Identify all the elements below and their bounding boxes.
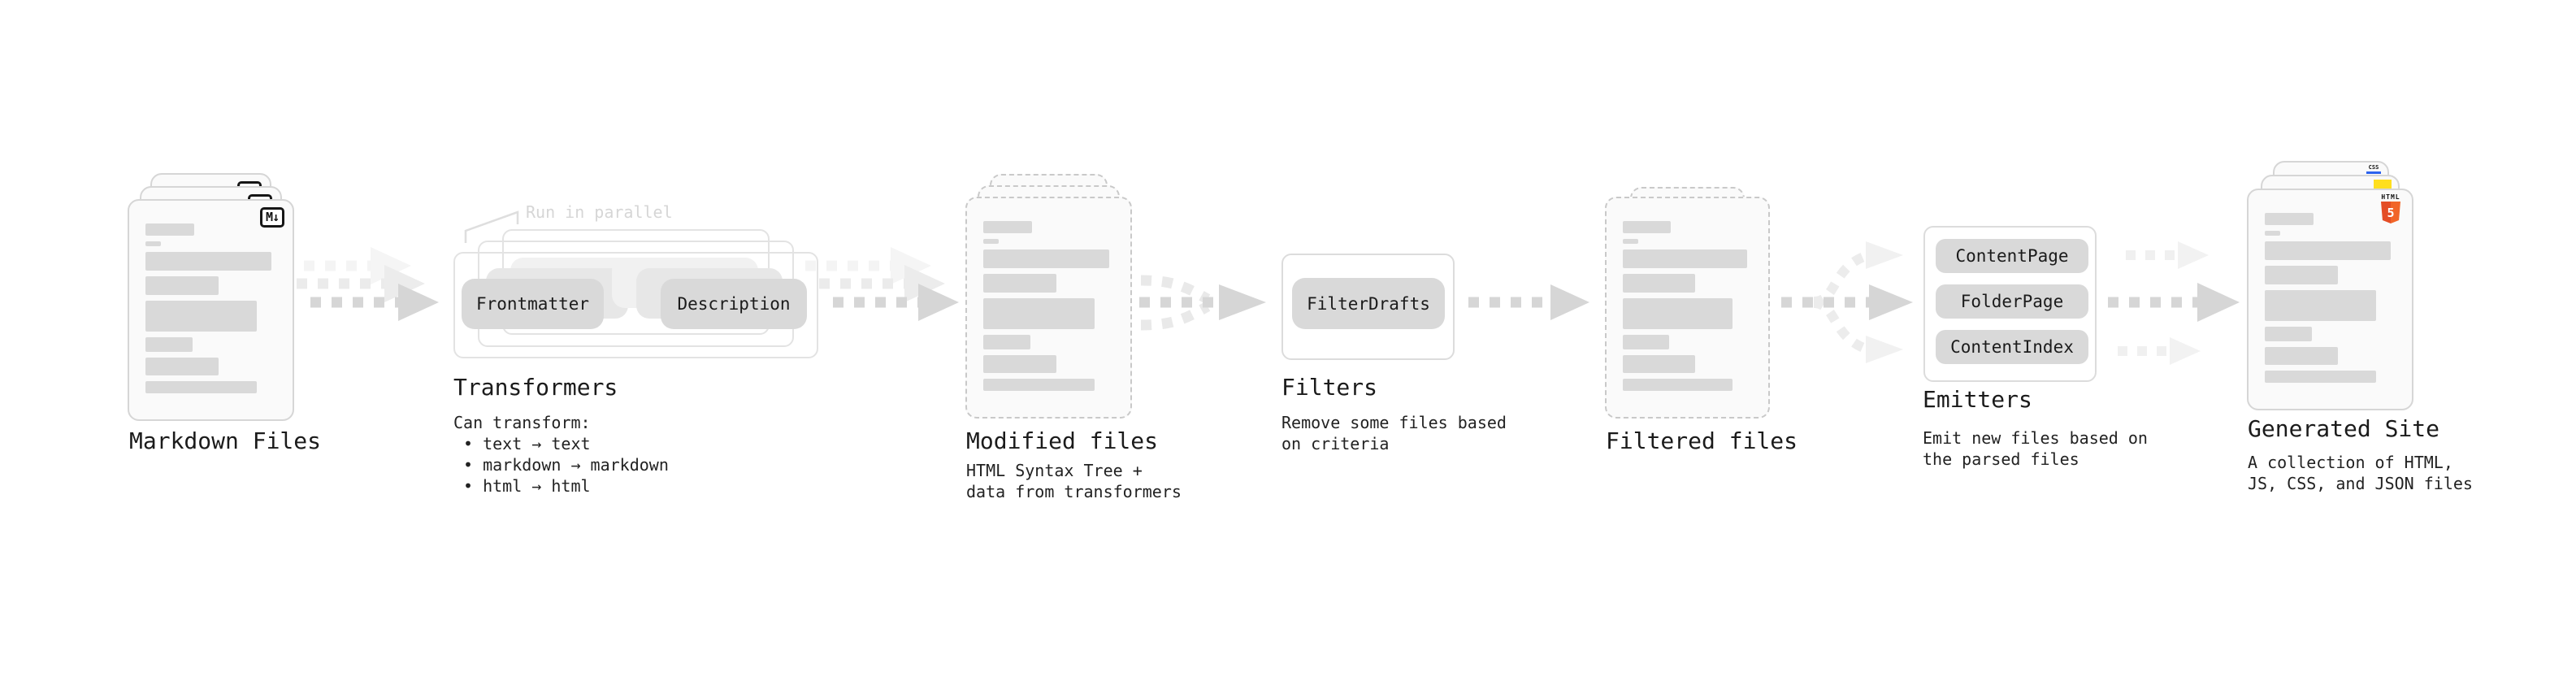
sublabel-line: the parsed files xyxy=(1923,449,2079,469)
emitters-sublabel: Emit new files based on the parsed files xyxy=(1923,427,2148,470)
html5-shield: 5 xyxy=(2381,202,2400,223)
transform-bullet: text → text xyxy=(453,433,669,454)
stage-filtered-files xyxy=(1605,187,1770,419)
arrow-modified-to-filters xyxy=(1139,275,1266,331)
filtered-files-label: Filtered files xyxy=(1606,427,1798,454)
css-label: CSS xyxy=(2368,164,2379,171)
document-placeholder-lines xyxy=(1607,198,1768,391)
contentindex-box: ContentIndex xyxy=(1936,330,2088,364)
document-placeholder-lines xyxy=(2249,190,2412,383)
sublabel-line: Emit new files based on xyxy=(1923,428,2148,448)
stage-modified-files xyxy=(965,174,1132,419)
run-in-parallel-annotation: Run in parallel xyxy=(526,202,673,222)
filters-sublabel: Remove some files based on criteria xyxy=(1281,412,1507,454)
generated-site-label: Generated Site xyxy=(2248,415,2440,442)
arrow-transformers-to-modified xyxy=(805,247,959,321)
arrow-filtered-to-emitters xyxy=(1781,241,1913,363)
sublabel-line: on criteria xyxy=(1281,434,1390,453)
transformers-label: Transformers xyxy=(453,374,618,401)
html5-word: HTML xyxy=(2381,193,2400,201)
filterdrafts-box: FilterDrafts xyxy=(1292,278,1445,329)
sublabel-line: data from transformers xyxy=(966,482,1182,501)
arrow-emitters-to-generated xyxy=(2108,241,2240,365)
sublabel-line: A collection of HTML, xyxy=(2248,453,2453,472)
transformers-description-intro: Can transform: xyxy=(453,413,591,432)
html5-logo-icon: HTML 5 xyxy=(2380,194,2401,223)
stage-markdown-files: M↓ M↓ M↓ xyxy=(128,173,294,421)
stage-generated-site: CSS HTML 5 xyxy=(2247,161,2413,410)
js-file-icon xyxy=(2374,180,2392,189)
transform-bullet: html → html xyxy=(453,475,669,497)
markdown-logo-icon: M↓ xyxy=(259,207,284,228)
modified-file-card-front xyxy=(965,197,1132,419)
modified-files-label: Modified files xyxy=(966,427,1159,454)
css-file-icon: CSS xyxy=(2366,165,2381,174)
folderpage-box: FolderPage xyxy=(1936,284,2088,319)
document-placeholder-lines xyxy=(967,198,1130,391)
sublabel-line: HTML Syntax Tree + xyxy=(966,461,1143,480)
sublabel-line: JS, CSS, and JSON files xyxy=(2248,474,2473,493)
modified-files-sublabel: HTML Syntax Tree + data from transformer… xyxy=(966,460,1182,502)
css-underline xyxy=(2366,171,2381,174)
sublabel-line: Remove some files based xyxy=(1281,413,1507,432)
markdown-file-card-front: M↓ xyxy=(128,199,294,421)
emitters-panel: ContentPage FolderPage ContentIndex xyxy=(1923,226,2097,382)
html5-number: 5 xyxy=(2387,205,2395,220)
transformers-description: Can transform: text → text markdown → ma… xyxy=(453,412,669,497)
description-box: Description xyxy=(661,279,807,329)
emitters-label: Emitters xyxy=(1923,386,2032,413)
arrow-markdown-to-transformers xyxy=(283,247,439,321)
markdown-files-label: Markdown Files xyxy=(129,427,322,454)
generated-site-sublabel: A collection of HTML, JS, CSS, and JSON … xyxy=(2248,452,2473,494)
arrow-filters-to-filtered xyxy=(1468,284,1589,320)
filtered-file-card-front xyxy=(1605,197,1770,419)
frontmatter-box: Frontmatter xyxy=(462,279,604,329)
contentpage-box: ContentPage xyxy=(1936,239,2088,273)
document-placeholder-lines xyxy=(129,201,293,393)
transformer-instance-outline-front xyxy=(453,252,818,358)
generated-file-card-front: HTML 5 xyxy=(2247,189,2413,410)
transform-bullet: markdown → markdown xyxy=(453,454,669,475)
filters-label: Filters xyxy=(1281,374,1378,401)
